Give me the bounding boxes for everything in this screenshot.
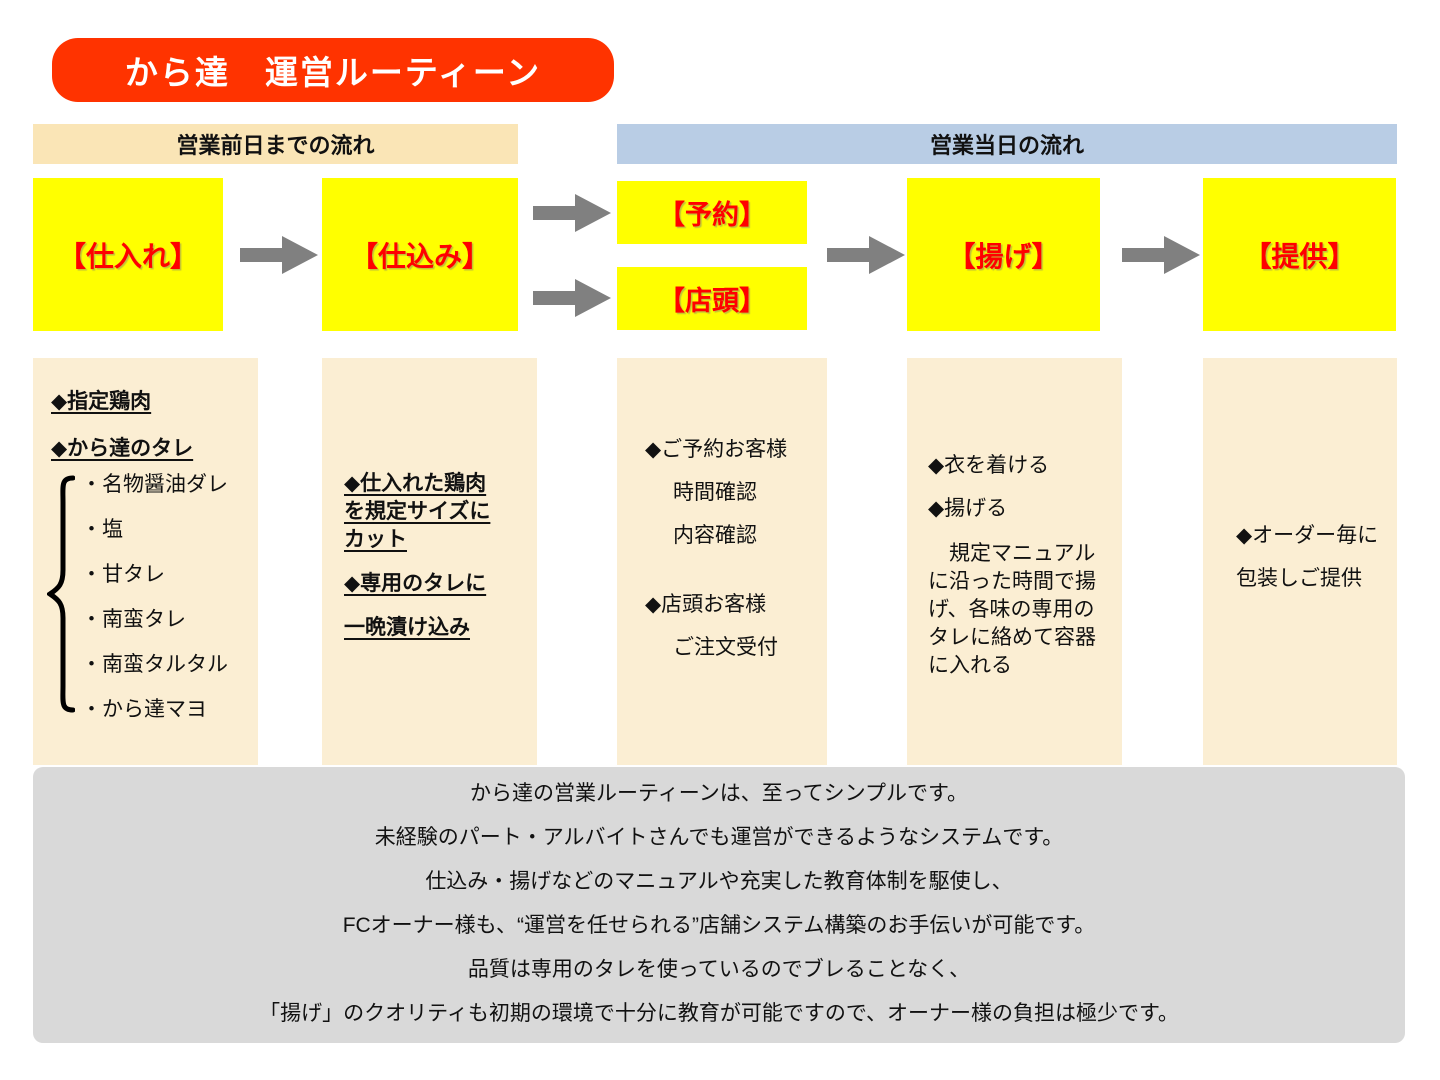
footer-description-box: から達の営業ルーティーンは、至ってシンプルです。 未経験のパート・アルバイトさん… bbox=[33, 767, 1405, 1043]
teikyo-per-order: ◆オーダー毎に bbox=[1236, 524, 1379, 547]
stage-label-age: 【揚げ】 bbox=[947, 240, 1060, 272]
stage-box-tento: 【店頭】 bbox=[617, 267, 807, 330]
stage-box-shikomi: 【仕込み】 bbox=[322, 178, 518, 331]
age-batter: ◆衣を着ける bbox=[928, 454, 1050, 477]
shikomi-step-cut: ◆仕入れた鶏肉を規定サイズにカット bbox=[344, 472, 491, 551]
section-header-same-day-label: 営業当日の流れ bbox=[929, 133, 1084, 158]
sauce-item: ・甘タレ bbox=[81, 563, 165, 586]
section-header-before-day-label: 営業前日までの流れ bbox=[176, 133, 375, 158]
footer-line: 「揚げ」のクオリティも初期の環境で十分に教育が可能ですので、オーナー様の負担は極… bbox=[259, 1002, 1179, 1025]
footer-line: 未経験のパート・アルバイトさんでも運営ができるようなシステムです。 bbox=[374, 826, 1064, 849]
sauce-list-group: ・名物醤油ダレ ・塩 ・甘タレ ・南蛮タレ ・南蛮タルタル ・から達マヨ bbox=[47, 473, 252, 721]
sauce-item: ・塩 bbox=[81, 518, 123, 541]
stage-label-teikyo: 【提供】 bbox=[1243, 240, 1356, 272]
order-content-check: 内容確認 bbox=[673, 524, 757, 547]
stage-box-shiire: 【仕入れ】 bbox=[33, 178, 223, 331]
detail-column-order: ◆ご予約お客様 時間確認 内容確認 ◆店頭お客様 ご注文受付 bbox=[617, 358, 827, 765]
order-reception: ご注文受付 bbox=[673, 636, 778, 659]
flow-arrow-shikomi-to-yoyaku-icon bbox=[533, 194, 611, 232]
stage-label-yoyaku: 【予約】 bbox=[658, 200, 766, 230]
stage-label-shiire: 【仕入れ】 bbox=[57, 240, 198, 272]
order-reservation-heading: ◆ご予約お客様 bbox=[645, 438, 788, 461]
flow-arrow-age-to-teikyo-icon bbox=[1122, 236, 1200, 274]
section-header-before-day: 営業前日までの流れ bbox=[33, 124, 518, 164]
footer-line: から達の営業ルーティーンは、至ってシンプルです。 bbox=[470, 782, 968, 805]
age-manual-paragraph: 規定マニュアルに沿った時間で揚げ、各味の専用のタレに絡めて容器に入れる bbox=[928, 542, 1096, 677]
order-time-check: 時間確認 bbox=[673, 481, 757, 504]
flow-arrow-shikomi-to-tento-icon bbox=[533, 279, 611, 317]
shiire-heading-chicken: ◆指定鶏肉 bbox=[51, 390, 152, 413]
shikomi-step-marinate: 一晩漬け込み bbox=[344, 616, 470, 639]
stage-box-teikyo: 【提供】 bbox=[1203, 178, 1396, 331]
flow-arrow-order-to-age-icon bbox=[827, 236, 905, 274]
sauce-item: ・から達マヨ bbox=[81, 698, 207, 721]
section-header-same-day: 営業当日の流れ bbox=[617, 124, 1397, 164]
slide-title: から達 運営ルーティーン bbox=[124, 54, 542, 91]
footer-line: 仕込み・揚げなどのマニュアルや充実した教育体制を駆使し、 bbox=[425, 870, 1013, 893]
left-brace-icon bbox=[47, 475, 75, 713]
detail-column-teikyo: ◆オーダー毎に 包装しご提供 bbox=[1203, 358, 1397, 765]
stage-box-age: 【揚げ】 bbox=[907, 178, 1100, 331]
age-fry: ◆揚げる bbox=[928, 497, 1008, 520]
teikyo-packaging: 包装しご提供 bbox=[1236, 567, 1362, 590]
sauce-item: ・名物醤油ダレ bbox=[81, 473, 228, 496]
detail-column-age: ◆衣を着ける ◆揚げる 規定マニュアルに沿った時間で揚げ、各味の専用のタレに絡め… bbox=[907, 358, 1122, 765]
flow-arrow-shiire-to-shikomi-icon bbox=[240, 236, 318, 274]
stage-label-tento: 【店頭】 bbox=[658, 286, 766, 316]
stage-box-yoyaku: 【予約】 bbox=[617, 181, 807, 244]
order-walkin-heading: ◆店頭お客様 bbox=[645, 593, 767, 616]
detail-column-shiire: ◆指定鶏肉 ◆から達のタレ ・名物醤油ダレ ・塩 ・甘タレ ・南蛮タレ ・南蛮タ… bbox=[33, 358, 258, 765]
footer-line: FCオーナー様も、“運営を任せられる”店舗システム構築のお手伝いが可能です。 bbox=[342, 914, 1096, 937]
shikomi-step-sauce: ◆専用のタレに bbox=[344, 572, 487, 595]
sauce-item: ・南蛮タルタル bbox=[81, 653, 228, 676]
footer-line: 品質は専用のタレを使っているのでブレることなく、 bbox=[467, 958, 971, 981]
sauce-item: ・南蛮タレ bbox=[81, 608, 186, 631]
slide-title-banner: から達 運営ルーティーン bbox=[52, 38, 614, 102]
detail-column-shikomi: ◆仕入れた鶏肉を規定サイズにカット ◆専用のタレに 一晩漬け込み bbox=[322, 358, 537, 765]
shiire-heading-sauce: ◆から達のタレ bbox=[51, 437, 194, 460]
stage-label-shikomi: 【仕込み】 bbox=[349, 240, 490, 272]
